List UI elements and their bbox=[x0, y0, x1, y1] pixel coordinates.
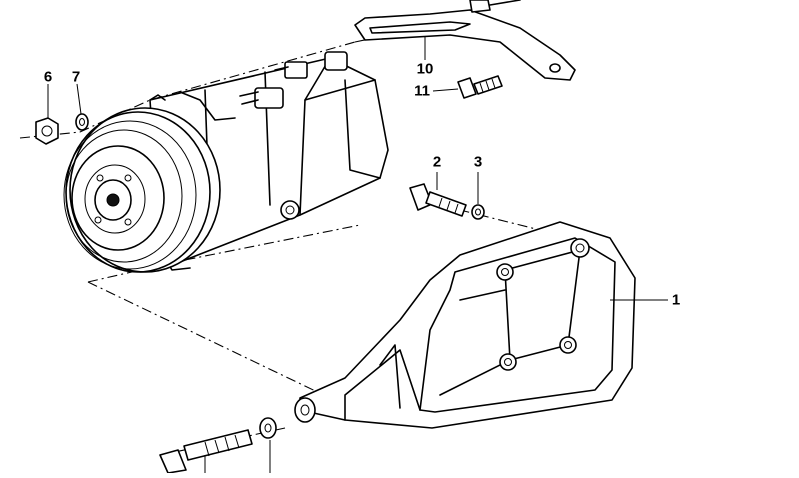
washer-7 bbox=[75, 113, 89, 131]
callout-2: 2 bbox=[432, 153, 442, 171]
washer-3 bbox=[471, 204, 485, 220]
nut-6 bbox=[35, 117, 59, 145]
callout-10: 10 bbox=[416, 60, 434, 78]
ac-compressor bbox=[63, 51, 389, 273]
callout-3: 3 bbox=[473, 153, 483, 171]
lower-bolt bbox=[159, 429, 253, 474]
callout-1: 1 bbox=[671, 291, 681, 309]
bolt-2 bbox=[409, 183, 467, 217]
leader-lines bbox=[47, 36, 668, 473]
callout-7: 7 bbox=[71, 68, 81, 86]
callout-6: 6 bbox=[43, 68, 53, 86]
mounting-bracket bbox=[294, 221, 636, 429]
callout-11: 11 bbox=[414, 82, 430, 100]
lower-washer bbox=[259, 417, 277, 439]
support-strap bbox=[354, 0, 576, 81]
bolt-11 bbox=[457, 75, 503, 99]
